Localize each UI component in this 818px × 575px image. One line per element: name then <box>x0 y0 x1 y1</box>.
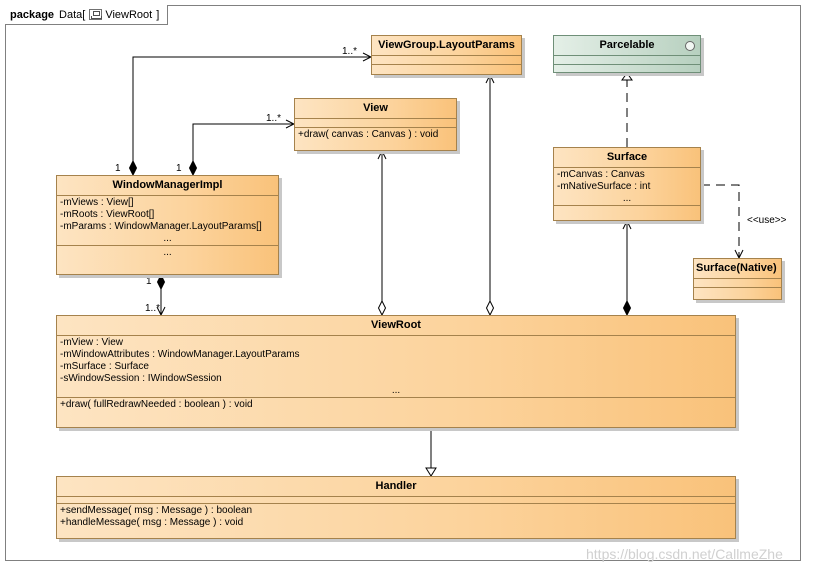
mult-viewroot-target: 1..* <box>145 303 161 314</box>
class-viewroot[interactable]: ViewRoot -mView : View -mWindowAttribute… <box>56 315 736 428</box>
operations-section: +draw( canvas : Canvas ) : void <box>295 127 456 142</box>
association-wmi-view <box>188 124 295 177</box>
aggregation-viewroot-layoutparams <box>487 75 494 317</box>
package-frame <box>5 5 801 561</box>
watermark: https://blog.csdn.net/CallmeZhe <box>586 546 783 562</box>
dependency-surface-native <box>701 184 739 258</box>
attribute: -mView : View <box>60 337 123 348</box>
class-name: ViewRoot <box>371 319 421 331</box>
composition-viewroot-surface <box>624 221 631 317</box>
attribute: -mNativeSurface : int <box>557 181 651 192</box>
operations-section: +draw( fullRedrawNeeded : boolean ) : vo… <box>57 397 735 412</box>
class-name: Surface(Native) <box>696 262 777 274</box>
attribute: -sWindowSession : IWindowSession <box>60 373 222 384</box>
attribute-ellipsis: ... <box>163 233 172 244</box>
generalization-viewroot-handler <box>425 428 437 477</box>
class-name: WindowManagerImpl <box>112 179 223 191</box>
interface-parcelable[interactable]: Parcelable <box>553 35 701 73</box>
package-tab: package Data [ ViewRoot ] <box>5 5 169 25</box>
operation-ellipsis: ... <box>163 247 172 258</box>
operations-section <box>694 287 781 296</box>
association-wmi-viewroot <box>158 273 165 315</box>
class-viewgroup-layoutparams[interactable]: ViewGroup.LayoutParams <box>371 35 522 75</box>
use-stereotype: <<use>> <box>747 215 787 226</box>
operations-section: ... <box>57 245 278 259</box>
realization-surface-parcelable <box>621 72 633 147</box>
package-close-bracket: ] <box>156 8 160 21</box>
diagram-name: ViewRoot <box>105 8 153 21</box>
package-open-bracket: [ <box>82 8 86 21</box>
operations-section <box>554 205 700 214</box>
interface-circle-icon <box>685 41 695 51</box>
class-name: Handler <box>375 480 417 492</box>
class-name: ViewGroup.LayoutParams <box>378 39 515 51</box>
aggregation-viewroot-view <box>379 151 386 317</box>
attributes-section: -mViews : View[] -mRoots : ViewRoot[] -m… <box>57 195 278 245</box>
attribute-ellipsis: ... <box>622 193 632 204</box>
class-surface[interactable]: Surface -mCanvas : Canvas -mNativeSurfac… <box>553 147 701 221</box>
class-name: Parcelable <box>599 39 655 51</box>
class-view[interactable]: View +draw( canvas : Canvas ) : void <box>294 98 457 151</box>
attribute-ellipsis: ... <box>391 385 401 396</box>
attributes-section <box>554 55 700 64</box>
association-wmi-layoutparams <box>128 57 372 177</box>
operation: +sendMessage( msg : Message ) : boolean <box>60 505 253 516</box>
class-surface-native[interactable]: Surface(Native) <box>693 258 782 300</box>
operation: +handleMessage( msg : Message ) : void <box>60 517 244 528</box>
class-name: View <box>363 102 388 114</box>
class-handler[interactable]: Handler +sendMessage( msg : Message ) : … <box>56 476 736 539</box>
attributes-section <box>295 118 456 127</box>
class-windowmanagerimpl[interactable]: WindowManagerImpl -mViews : View[] -mRoo… <box>56 175 279 275</box>
operations-section <box>554 64 700 73</box>
attributes-section: -mCanvas : Canvas -mNativeSurface : int … <box>554 167 700 205</box>
attribute: -mSurface : Surface <box>60 361 149 372</box>
attribute: -mRoots : ViewRoot[] <box>60 209 155 220</box>
operations-section: +sendMessage( msg : Message ) : boolean … <box>57 503 735 530</box>
attributes-section <box>57 496 735 503</box>
operation: +draw( fullRedrawNeeded : boolean ) : vo… <box>60 399 253 410</box>
mult-viewroot-source: 1 <box>146 276 152 287</box>
attribute: -mViews : View[] <box>60 197 134 208</box>
operation: +draw( canvas : Canvas ) : void <box>298 129 439 140</box>
mult-view-source: 1 <box>176 163 182 174</box>
class-name: Surface <box>606 151 648 163</box>
mult-layoutparams-target: 1..* <box>342 46 358 57</box>
mult-layoutparams-source: 1 <box>115 163 121 174</box>
package-keyword: package <box>10 8 55 21</box>
mult-view-target: 1..* <box>266 113 282 124</box>
attribute: -mCanvas : Canvas <box>557 169 645 180</box>
attributes-section <box>694 278 781 287</box>
package-name: Data <box>59 8 83 21</box>
attribute: -mParams : WindowManager.LayoutParams[] <box>60 221 262 232</box>
attributes-section <box>372 55 521 64</box>
operations-section <box>372 64 521 73</box>
class-diagram-icon <box>89 9 103 20</box>
attributes-section: -mView : View -mWindowAttributes : Windo… <box>57 335 735 397</box>
attribute: -mWindowAttributes : WindowManager.Layou… <box>60 349 300 360</box>
